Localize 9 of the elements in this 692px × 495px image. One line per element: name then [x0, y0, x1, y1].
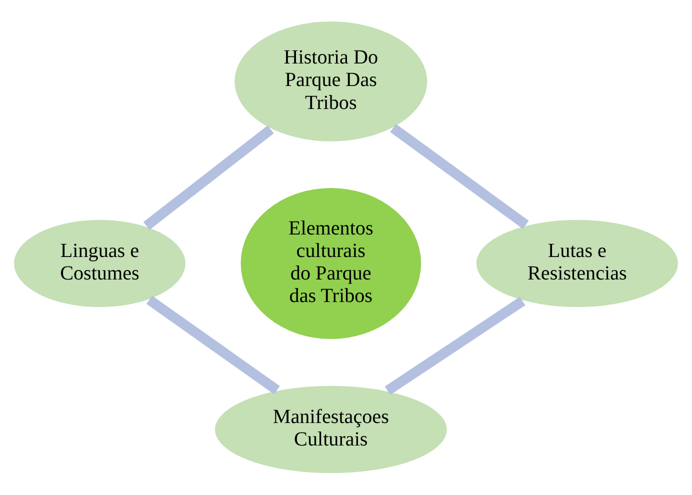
connector: [390, 124, 529, 229]
node-ellipse: Historia Do Parque Das Tribos: [233, 20, 428, 143]
node-ellipse: Manifestaçoes Culturais: [214, 384, 448, 474]
node-ellipse: Elementos culturais do Parque das Tribos: [240, 186, 422, 340]
connector: [143, 125, 274, 230]
connector: [146, 296, 280, 394]
node-ellipse: Lutas e Resistencias: [475, 218, 680, 308]
node-ellipse: Linguas e Costumes: [12, 218, 187, 308]
connector: [384, 296, 526, 395]
